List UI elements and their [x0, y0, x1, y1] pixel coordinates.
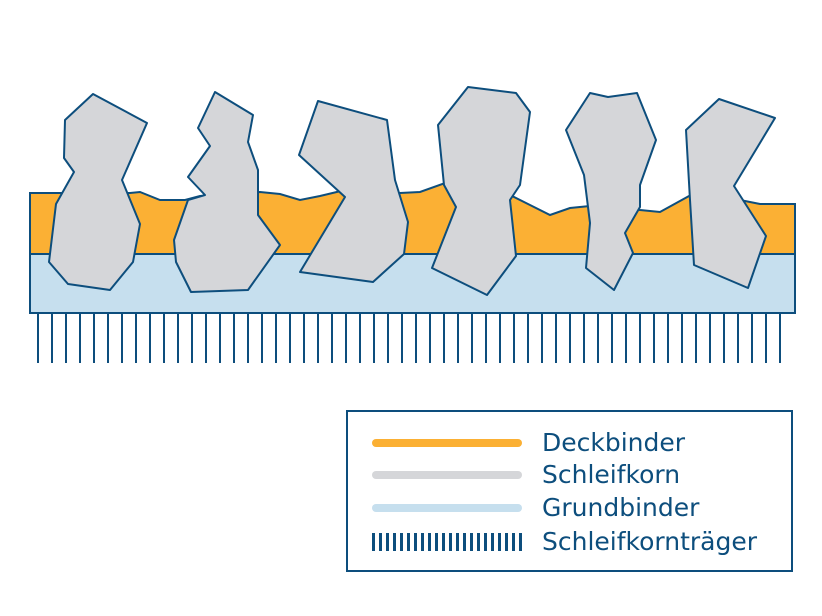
- deckbinder-layer: [29, 181, 796, 255]
- deckbinder-swatch: [372, 439, 522, 447]
- schleifkorn-grain: [431, 86, 531, 296]
- legend: Deckbinder Schleifkorn Grundbinder Schle…: [346, 410, 793, 572]
- schleifkorntraeger-swatch: [372, 533, 522, 551]
- schleifkorn-grain: [173, 91, 281, 293]
- schleifkorn-grain: [48, 93, 148, 291]
- grundbinder-swatch: [372, 504, 522, 512]
- schleifkorn-grain: [565, 92, 657, 291]
- schleifkorn-grain: [685, 98, 776, 289]
- legend-label: Schleifkorn: [542, 460, 681, 489]
- legend-label: Grundbinder: [542, 493, 700, 522]
- legend-label: Deckbinder: [542, 428, 686, 457]
- legend-label: Schleifkornträger: [542, 527, 758, 556]
- grundbinder-layer: [29, 253, 796, 314]
- schleifkorn-grain: [298, 100, 409, 283]
- schleifkorn-swatch: [372, 471, 522, 479]
- schleifkorntraeger-fibers: [37, 313, 781, 363]
